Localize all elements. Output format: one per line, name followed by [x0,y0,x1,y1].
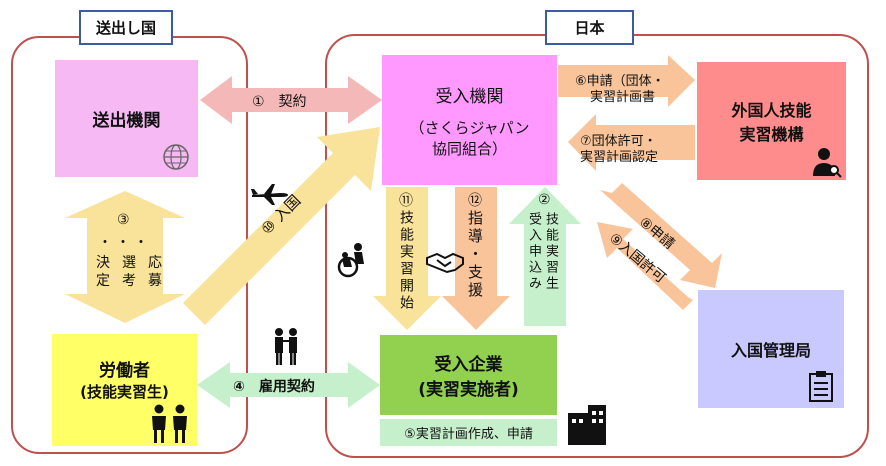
company-label-1: 受入企業 [434,355,503,375]
application-arrow [509,187,581,326]
permit-arrow [568,114,695,171]
building-icon [568,405,606,445]
globe-icon [163,144,189,170]
permit-label-2: 実習計画認定 [580,150,659,165]
otit-label-2: 実習機構 [739,125,804,144]
sending-country-tag: 送出し国 [79,10,173,45]
company-label-2: (実習実施者) [418,380,519,400]
training-start-num: ⑪ [399,193,413,209]
guidance-num: ⑫ [468,193,482,209]
immigration-apply-arrow [600,183,722,288]
selection-text-col1: 決定 [96,255,110,289]
otit-box: 外国人技能 実習機構 [697,62,846,180]
guidance-arrow [442,187,510,330]
company-note: ⑤実習計画作成、申請 [404,427,533,442]
training-start-text: 技能実習開始 [398,210,414,312]
application-col2: 受入申込み [526,212,541,292]
clipboard-icon [809,371,833,402]
couple-icon [152,404,187,443]
receiving-org-box: 受入機関 （さくらジャパン 協同組合） [382,55,557,185]
selection-dots: ・・・ [98,235,152,251]
receiving-org-sub1: （さくらジャパン [409,118,530,137]
receiving-org-sub2: 協同組合） [431,139,507,158]
selection-num: ③ [117,212,130,228]
application-num: ② [538,192,551,208]
airplane-icon [251,184,288,205]
apply-label-2: 実習計画書 [590,90,656,105]
selection-text-col3: 応募 [148,255,162,289]
worker-label-1: 労働者 [99,361,150,381]
entry-arrow [183,127,380,325]
wheelchair-icon [337,243,364,278]
contract-arrow [200,76,382,124]
apply-arrow [558,55,695,107]
company-note-box: ⑤実習計画作成、申請 [380,419,557,446]
company-box: 受入企業 (実習実施者) [380,335,557,415]
immigration-permit-arrow [597,222,693,310]
sending-org-label: 送出機関 [92,111,161,131]
immigration-label: 入国管理局 [730,341,811,360]
otit-label-1: 外国人技能 [731,101,812,120]
training-start-arrow [373,187,441,330]
receiving-org-title: 受入機関 [435,86,504,107]
permit-label-1: ⑦団体許可・ [580,134,657,149]
selection-arrow [65,191,185,323]
apply-label-1: ⑥申請（団体・ [575,74,665,89]
application-col1: 技能実習生 [543,212,558,292]
contract-label: ① 契約 [252,94,307,110]
worker-box: 労働者 (技能実習生) [52,334,197,446]
employment-label: ④ 雇用契約 [233,379,315,395]
two-people-icon [275,328,297,365]
japan-tag: 日本 [545,10,634,45]
business-person-icon [813,148,842,178]
selection-text-col2: 選考 [122,255,136,289]
worker-label-2: (技能実習生) [80,383,169,401]
handshake-icon [426,252,464,274]
employment-arrow [197,362,380,408]
guidance-text: 指導・支援 [466,210,484,300]
